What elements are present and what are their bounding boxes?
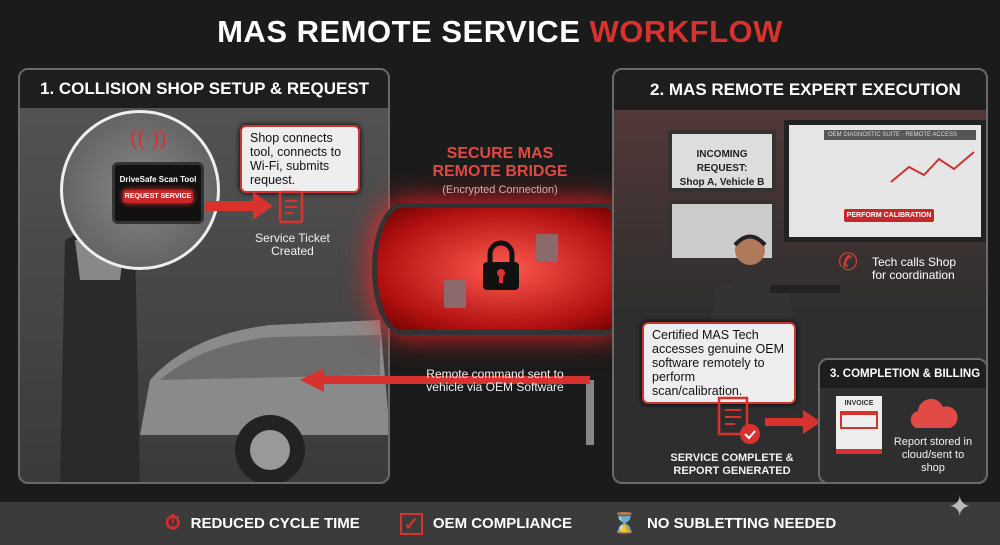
benefit-label: NO SUBLETTING NEEDED [646, 515, 837, 532]
incoming-line2: Shop A, Vehicle B [679, 177, 765, 188]
perform-calibration-button[interactable]: PERFORM CALIBRATION [844, 209, 934, 222]
request-service-button[interactable]: REQUEST SERVICE [123, 190, 193, 203]
sparkle-icon: ✦ [948, 491, 972, 522]
cloud-label: Report stored in cloud/sent to shop [893, 436, 973, 474]
stopwatch-icon: ⏱ [165, 512, 181, 534]
title-accent: WORKFLOW [589, 14, 783, 49]
tablet-title: DriveSafe Scan Tool [119, 175, 197, 184]
red-arrow-to-invoice [765, 410, 821, 434]
command-arrow [300, 368, 594, 445]
shop-callout: Shop connects tool, connects to Wi-Fi, s… [240, 125, 360, 193]
bridge-title: SECURE MAS REMOTE BRIDGE [410, 145, 590, 181]
panel3-heading: 3. COMPLETION & BILLING [820, 360, 986, 388]
bridge-subtitle: (Encrypted Connection) [442, 184, 558, 196]
cloud-icon [910, 398, 958, 428]
benefit-item: ⏱ REDUCED CYCLE TIME [165, 512, 360, 535]
panel1-heading: 1. COLLISION SHOP SETUP & REQUEST [20, 70, 388, 108]
oem-diagnostic-monitor: OEM DIAGNOSTIC SUITE - REMOTE ACCESS PER… [784, 120, 986, 242]
red-arrow-right [205, 192, 273, 220]
document-icon [444, 280, 466, 308]
line-graph [890, 151, 975, 183]
benefit-item: ✓ OEM COMPLIANCE [399, 512, 573, 535]
clipboard-check-icon: ✓ [399, 512, 423, 535]
benefits-bar: ⏱ REDUCED CYCLE TIME ✓ OEM COMPLIANCE ⌛ NO … [0, 502, 1000, 545]
scan-tool-tablet: DriveSafe Scan Tool REQUEST SERVICE [112, 162, 204, 224]
hourglass-crossed-icon: ⌛ [612, 513, 637, 535]
incoming-line1: INCOMING REQUEST: [696, 149, 748, 174]
phone-label: Tech calls Shop for coordination [872, 255, 957, 282]
invoice-document: INVOICE [836, 396, 882, 454]
remote-tech-illustration [710, 234, 840, 330]
invoice-label: INVOICE [844, 400, 874, 407]
car-illustration [140, 320, 388, 482]
document-icon [536, 234, 558, 262]
benefit-item: ⌛ NO SUBLETTING NEEDED [612, 511, 836, 536]
ticket-clipboard-icon [278, 190, 304, 224]
ticket-label: Service Ticket Created [255, 231, 330, 258]
wifi-icon: ((·)) [130, 125, 167, 150]
benefit-label: OEM COMPLIANCE [432, 515, 573, 532]
report-complete-icon [717, 396, 760, 444]
panel2-heading: 2. MAS REMOTE EXPERT EXECUTION [614, 70, 986, 110]
title-main: MAS REMOTE SERVICE [217, 14, 581, 49]
phone-icon: ✆ [838, 249, 859, 276]
page-title: MAS REMOTE SERVICE WORKFLOW [0, 14, 1000, 50]
incoming-request-monitor: INCOMING REQUEST: Shop A, Vehicle B [668, 130, 776, 192]
complete-label: SERVICE COMPLETE & REPORT GENERATED [670, 452, 794, 477]
benefit-label: REDUCED CYCLE TIME [190, 515, 360, 532]
suite-title: OEM DIAGNOSTIC SUITE - REMOTE ACCESS [824, 130, 976, 140]
lock-icon [483, 240, 519, 290]
bridge-title-line1: SECURE MAS [446, 145, 554, 162]
bridge-title-line2: REMOTE BRIDGE [432, 163, 568, 180]
tech-callout: Certified MAS Tech accesses genuine OEM … [642, 322, 796, 404]
command-label: Remote command sent to vehicle via OEM S… [426, 367, 564, 394]
